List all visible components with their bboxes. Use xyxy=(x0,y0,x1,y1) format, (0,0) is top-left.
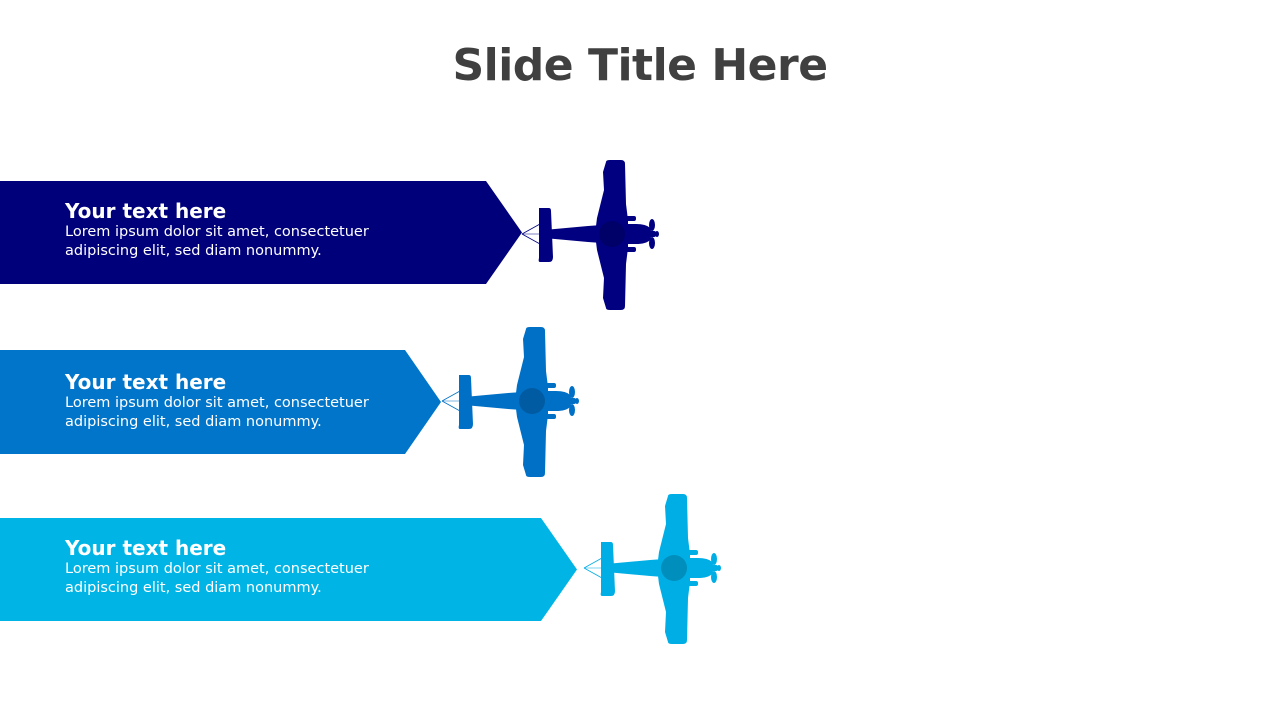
banner-1-body: Lorem ipsum dolor sit amet, consectetuer… xyxy=(65,224,369,259)
banner-3-fill xyxy=(0,518,577,621)
banner-2-body: Lorem ipsum dolor sit amet, consectetuer… xyxy=(65,395,369,430)
banner-2: Your text here Lorem ipsum dolor sit ame… xyxy=(0,350,450,454)
banner-2-text: Your text here Lorem ipsum dolor sit ame… xyxy=(65,370,385,432)
slide-title: Slide Title Here xyxy=(452,40,828,91)
banner-3-shape xyxy=(0,518,577,621)
banner-3-text: Your text here Lorem ipsum dolor sit ame… xyxy=(65,536,385,598)
banner-1: Your text here Lorem ipsum dolor sit ame… xyxy=(0,181,530,284)
airplane-icon xyxy=(521,160,659,310)
banner-1-text: Your text here Lorem ipsum dolor sit ame… xyxy=(65,199,385,261)
airplane-icon xyxy=(441,327,579,477)
banner-3: Your text here Lorem ipsum dolor sit ame… xyxy=(0,518,585,621)
banner-2-shape xyxy=(0,350,441,454)
banner-2-fill xyxy=(0,350,441,454)
banner-1-heading: Your text here xyxy=(65,199,227,223)
banner-2-heading: Your text here xyxy=(65,370,227,394)
airplane-icon xyxy=(583,494,721,644)
banner-3-body: Lorem ipsum dolor sit amet, consectetuer… xyxy=(65,561,369,596)
banner-1-fill xyxy=(0,181,522,284)
banner-1-shape xyxy=(0,181,522,284)
banner-3-heading: Your text here xyxy=(65,536,227,560)
